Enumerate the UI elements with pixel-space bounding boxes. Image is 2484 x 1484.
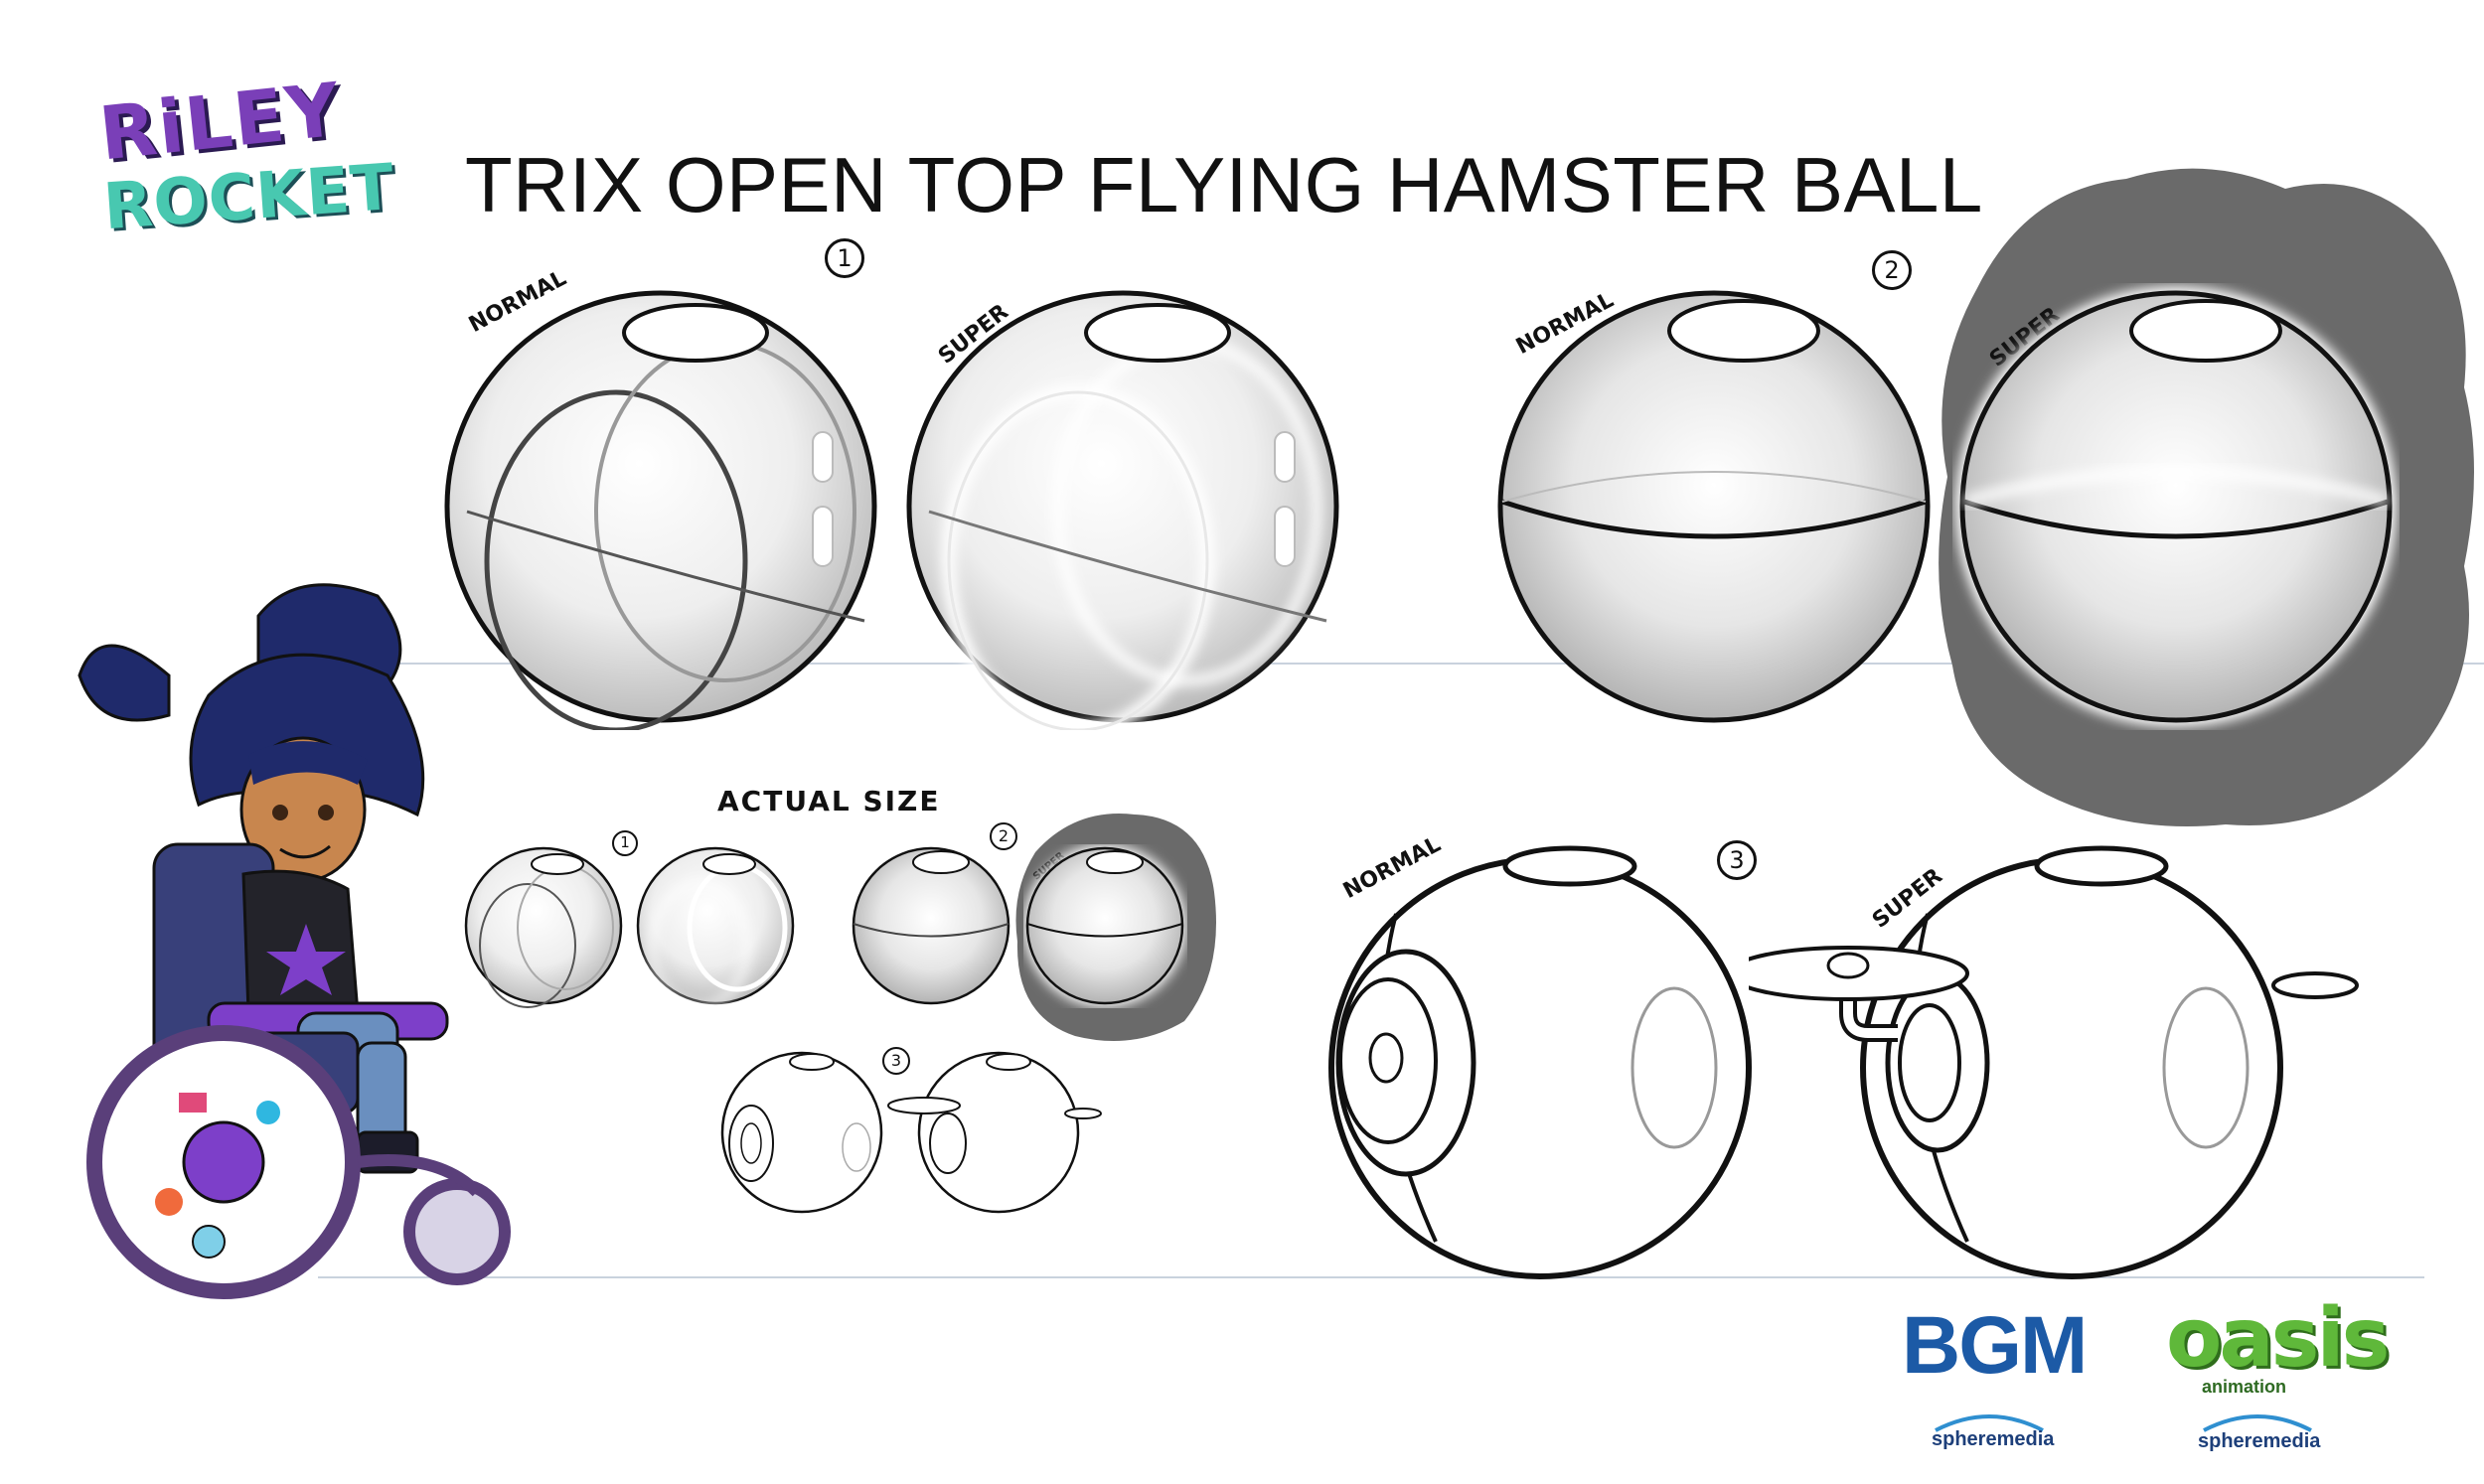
actual-size-number-2: 2 — [990, 822, 1017, 850]
oasis-logo: oasis — [2166, 1291, 2390, 1386]
actual-size-ball-2-super — [1023, 844, 1186, 1007]
concept-3-number: 3 — [1717, 840, 1757, 880]
actual-size-number-1: 1 — [612, 830, 638, 856]
spheremedia-logo-right: spheremedia — [2198, 1430, 2321, 1452]
concept-2-number: 2 — [1872, 250, 1912, 290]
actual-size-ball-2-normal — [852, 846, 1010, 1005]
concept-2-super-ball — [1955, 286, 2397, 727]
bgm-logo: BGM — [1902, 1300, 2088, 1391]
concept-3-super-ball — [1749, 845, 2359, 1279]
spheremedia-arc-right — [2203, 1414, 2312, 1432]
actual-size-heading: ACTUAL SIZE — [717, 785, 941, 817]
page-title: TRIX OPEN TOP FLYING HAMSTER BALL — [465, 141, 1983, 228]
concept-3-normal-ball — [1328, 845, 1752, 1279]
actual-size-ball-1-normal — [464, 846, 623, 1008]
actual-size-ball-1-super — [636, 846, 795, 1008]
concept-2-normal-ball — [1497, 290, 1931, 723]
riley-character-illustration — [78, 583, 511, 1299]
oasis-animation-text: animation — [2202, 1377, 2287, 1397]
concept-1-number: 1 — [825, 238, 864, 278]
concept-1-normal-ball — [444, 290, 877, 730]
spheremedia-arc-left — [1935, 1414, 2044, 1432]
actual-size-number-3: 3 — [882, 1047, 910, 1075]
spheremedia-logo-left: spheremedia — [1932, 1428, 2055, 1450]
actual-size-ball-3-super — [887, 1051, 1102, 1214]
actual-size-ball-3-normal — [720, 1051, 883, 1214]
concept-1-super-ball — [906, 290, 1339, 730]
